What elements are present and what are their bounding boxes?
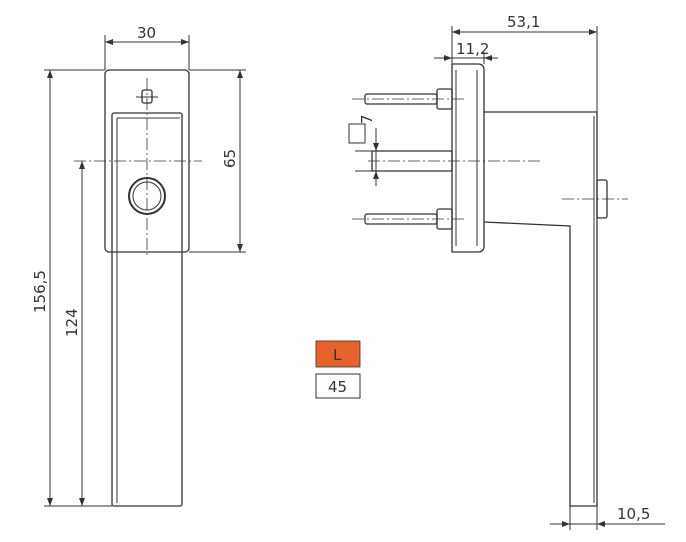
pin-length-badge — [315, 373, 361, 399]
pin-length-value: 45 — [328, 378, 347, 396]
variant-badges: L 45 — [315, 340, 361, 399]
front-dimensions: 30 65 156,5 124 — [31, 24, 246, 507]
side-dimensions: 53,1 11,2 7 10,5 — [348, 13, 665, 530]
dimension-pin-7: 7 — [358, 114, 376, 124]
dimension-offset-10-5: 10,5 — [617, 505, 650, 523]
variant-label: L — [333, 346, 342, 364]
dimension-height-156-5: 156,5 — [31, 270, 49, 313]
front-lever — [111, 112, 183, 507]
dimension-height-124: 124 — [63, 308, 81, 337]
dimension-depth-11-2: 11,2 — [456, 40, 489, 58]
side-view — [352, 63, 628, 507]
dimension-height-65: 65 — [221, 149, 239, 168]
dimension-depth-53-1: 53,1 — [507, 13, 540, 31]
side-rosette — [451, 63, 485, 253]
variant-badge-l — [315, 340, 361, 368]
pin-7-box — [348, 123, 366, 144]
front-view — [74, 69, 202, 507]
dimension-width-30: 30 — [137, 24, 156, 42]
side-lever — [483, 111, 598, 507]
